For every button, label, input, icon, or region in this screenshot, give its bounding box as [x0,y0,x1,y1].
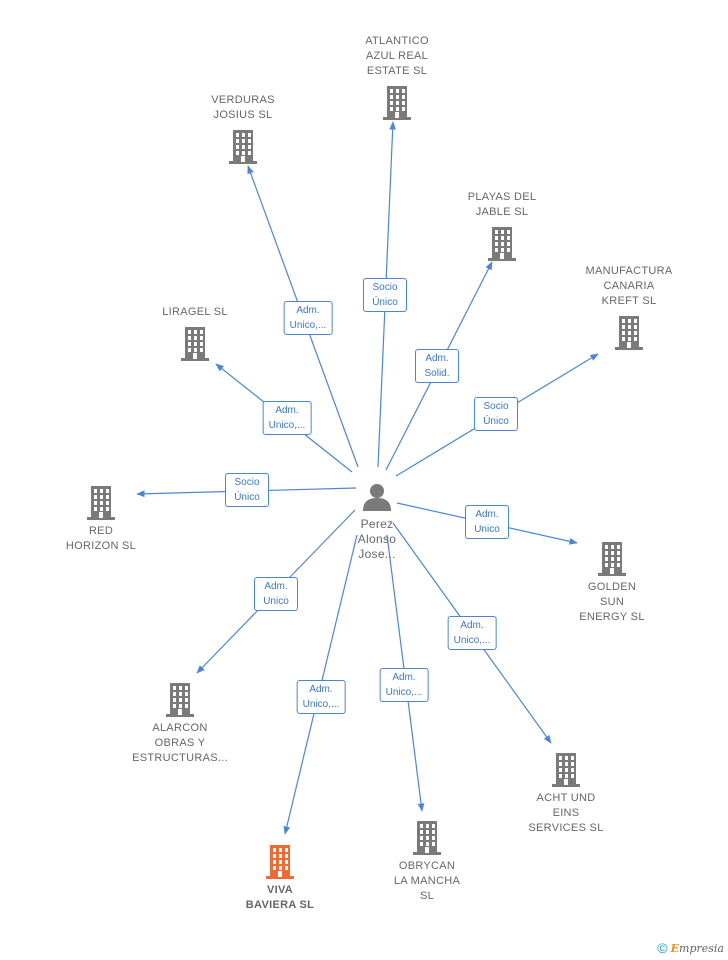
brand-logo[interactable]: Empresia [670,942,724,955]
company-node-manufactura[interactable]: MANUFACTURA CANARIA KREFT SL [569,264,689,350]
relation-label-red[interactable]: Socio Único [225,473,269,507]
building-icon [488,227,516,261]
company-name: ATLANTICO AZUL REAL ESTATE SL [365,35,429,77]
relation-label-playas[interactable]: Adm. Solid. [415,349,459,383]
company-node-viva[interactable]: VIVA BAVIERA SL [220,843,340,913]
company-node-obrycan[interactable]: OBRYCAN LA MANCHA SL [367,819,487,904]
company-name: MANUFACTURA CANARIA KREFT SL [585,265,673,307]
building-icon [598,542,626,576]
company-name: ACHT UND EINS SERVICES SL [528,792,604,834]
relation-label-manufactura[interactable]: Socio Único [474,397,518,431]
company-node-alarcon[interactable]: ALARCON OBRAS Y ESTRUCTURAS... [120,681,240,766]
relation-label-liragel[interactable]: Adm. Unico,... [262,401,312,435]
company-node-golden[interactable]: GOLDEN SUN ENERGY SL [552,540,672,625]
relation-label-alarcon[interactable]: Adm. Unico [254,577,298,611]
relation-label-viva[interactable]: Adm. Unico,... [296,680,346,714]
building-icon [229,130,257,164]
copyright-symbol: © [657,940,668,956]
company-node-playas[interactable]: PLAYAS DEL JABLE SL [442,190,562,261]
company-node-verduras[interactable]: VERDURAS JOSIUS SL [183,93,303,164]
company-name: VERDURAS JOSIUS SL [211,94,275,121]
relation-label-verduras[interactable]: Adm. Unico,... [283,301,333,335]
person-name: Perez Alonso Jose... [357,517,397,561]
building-icon [552,753,580,787]
company-node-liragel[interactable]: LIRAGEL SL [135,305,255,361]
building-icon [266,845,294,879]
building-icon [87,486,115,520]
company-node-atlantico[interactable]: ATLANTICO AZUL REAL ESTATE SL [337,34,457,120]
relation-label-atlantico[interactable]: Socio Único [363,278,407,312]
relation-label-obrycan[interactable]: Adm. Unico,... [379,668,429,702]
building-icon [166,683,194,717]
relation-label-acht[interactable]: Adm. Unico,... [447,616,497,650]
building-icon [383,86,411,120]
company-name: ALARCON OBRAS Y ESTRUCTURAS... [132,722,228,764]
company-name: OBRYCAN LA MANCHA SL [393,860,461,902]
person-icon [363,484,391,511]
company-name: RED HORIZON SL [65,525,137,552]
company-node-acht[interactable]: ACHT UND EINS SERVICES SL [506,751,626,836]
company-name: PLAYAS DEL JABLE SL [467,191,537,218]
company-node-red[interactable]: RED HORIZON SL [41,484,161,554]
building-icon [615,316,643,350]
company-name: LIRAGEL SL [162,306,228,318]
company-name: GOLDEN SUN ENERGY SL [579,581,645,623]
person-node[interactable]: Perez Alonso Jose... [317,482,437,562]
building-icon [181,327,209,361]
relation-label-golden[interactable]: Adm. Unico [465,505,509,539]
building-icon [413,821,441,855]
copyright-footer: © Empresia [657,940,724,956]
company-name: VIVA BAVIERA SL [245,884,315,911]
